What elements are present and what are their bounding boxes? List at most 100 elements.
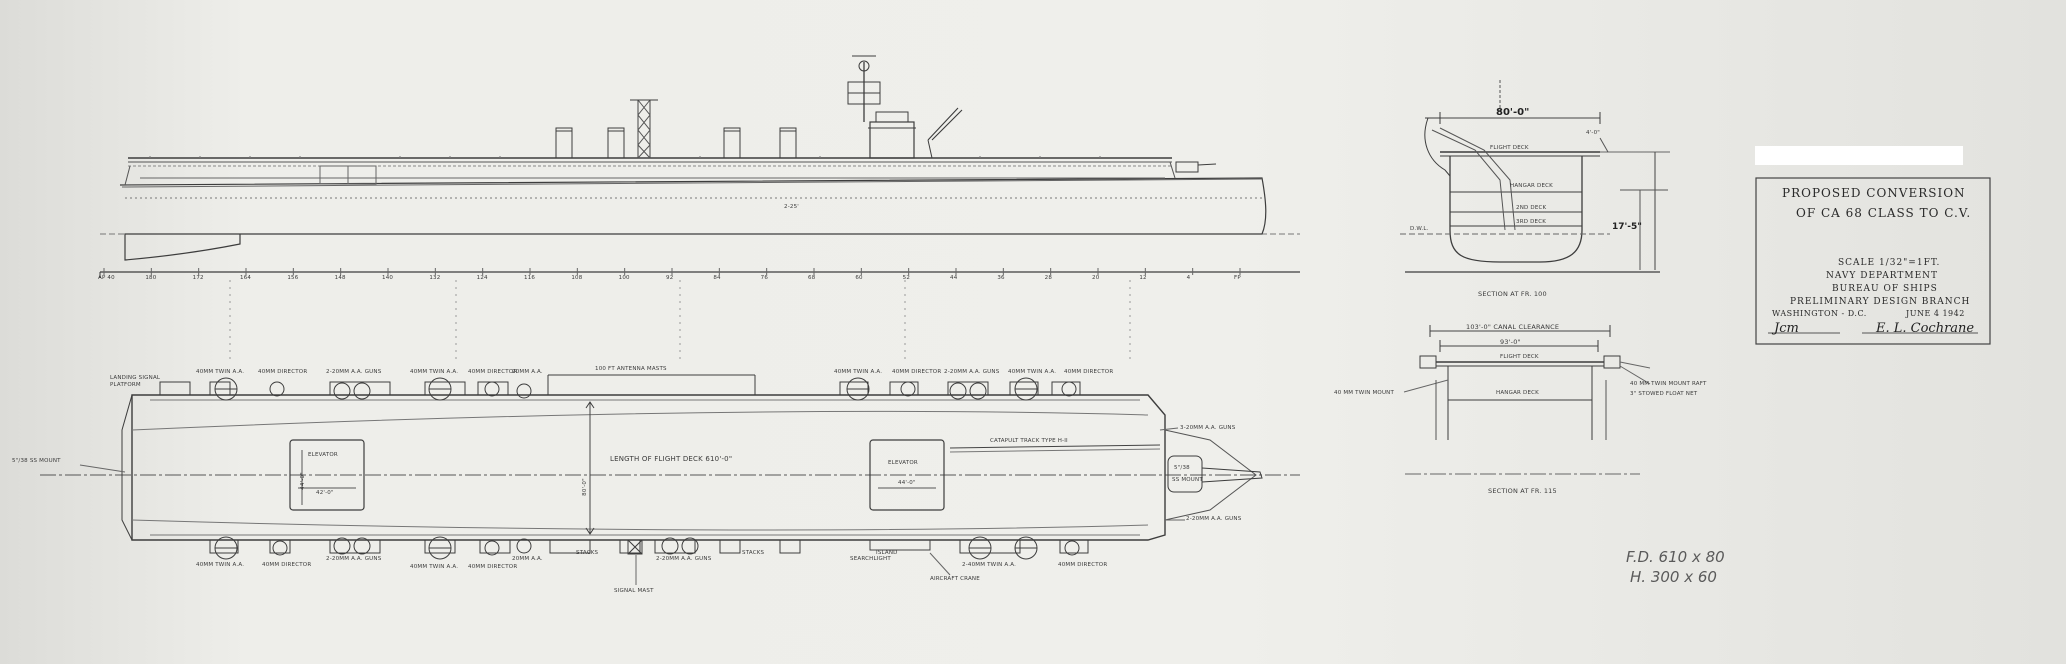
profile-view <box>99 55 1300 278</box>
frame-number: 156 <box>287 275 299 281</box>
plan-bottom-label: 40MM DIRECTOR <box>1058 562 1108 568</box>
section115-left-note: 40 MM TWIN MOUNT <box>1334 390 1395 396</box>
plan-elevator2-width: 44'-0" <box>898 480 916 486</box>
plan-top-label: 40MM DIRECTOR <box>892 369 942 375</box>
frame-number: 140 <box>382 275 394 281</box>
plan-top-label: 40MM DIRECTOR <box>258 369 308 375</box>
frame-number: 28 <box>1044 275 1053 281</box>
plan-bow-mount-b: SS MOUNT <box>1172 477 1203 483</box>
frame-number: 100 <box>618 275 630 281</box>
title-dept: NAVY DEPARTMENT <box>1826 271 1939 281</box>
plan-bottom-label: 40MM TWIN A.A. <box>410 564 459 570</box>
plan-bottom-label: ISLAND <box>876 550 898 556</box>
plan-bottom-label: 40MM DIRECTOR <box>262 562 312 568</box>
plan-signal-mast: SIGNAL MAST <box>614 588 654 594</box>
profile-dim-frame: 2-25' <box>784 204 799 210</box>
plan-bottom-label: STACKS <box>576 550 599 556</box>
plan-elevator1-width: 42'-0" <box>316 490 334 496</box>
frame-number: 92 <box>666 275 674 281</box>
plan-catapult: CATAPULT TRACK TYPE H-II <box>990 438 1068 444</box>
frame-number: 180 <box>145 275 157 281</box>
plan-bottom-label: 2-20MM A.A. GUNS <box>326 556 382 562</box>
title-scale: SCALE 1/32"=1FT. <box>1838 258 1941 268</box>
plan-length: LENGTH OF FLIGHT DECK 610'-0" <box>610 455 733 463</box>
section115-right-note2: 3" STOWED FLOAT NET <box>1630 391 1698 397</box>
frame-number: 44 <box>950 275 958 281</box>
plan-landing-signal: LANDING SIGNAL PLATFORM <box>110 375 161 388</box>
title-line1: PROPOSED CONVERSION <box>1782 186 1966 200</box>
title-line2: OF CA 68 CLASS TO C.V. <box>1796 206 1972 220</box>
title-signature: E. L. Cochrane <box>1876 321 1975 336</box>
frame-number: 68 <box>808 275 816 281</box>
frame-number: 84 <box>713 275 721 281</box>
frame-number: 12 <box>1139 275 1147 281</box>
title-place: WASHINGTON - D.C. <box>1772 309 1867 318</box>
plan-top-label: 40MM TWIN A.A. <box>1008 369 1057 375</box>
frame-lines <box>229 280 1131 360</box>
section100-3rd-deck: 3RD DECK <box>1516 219 1547 225</box>
note-flight-deck-size: F.D. 610 x 80 <box>1626 548 1725 566</box>
frame-number: FP <box>1234 275 1241 281</box>
section115-caption: SECTION AT FR. 115 <box>1488 487 1557 495</box>
section100-beam: 80'-0" <box>1496 107 1530 118</box>
section115-clearance: 103'-0" CANAL CLEARANCE <box>1466 323 1560 331</box>
plan-bottom-label: 2-40MM TWIN A.A. <box>962 562 1017 568</box>
plan-top-label: 40MM TWIN A.A. <box>834 369 883 375</box>
section100-2nd-deck: 2ND DECK <box>1516 205 1547 211</box>
section-fr115 <box>1403 325 1651 475</box>
frame-number: 172 <box>192 275 204 281</box>
plan-bottom-label: 40MM TWIN A.A. <box>196 562 245 568</box>
section100-small-dim: 4'-0" <box>1586 130 1601 136</box>
plan-top-label: 40MM DIRECTOR <box>1064 369 1114 375</box>
frame-number: 148 <box>334 275 346 281</box>
section100-height: 17'-5" <box>1612 222 1642 232</box>
frame-number: 60 <box>855 275 863 281</box>
section100-waterline: D.W.L. <box>1410 226 1429 232</box>
frame-number: 76 <box>760 275 769 281</box>
frame-number: 52 <box>902 275 911 281</box>
plan-elevator2-label: ELEVATOR <box>888 460 918 466</box>
frame-number: 108 <box>571 275 583 281</box>
section115-beam: 93'-0" <box>1500 338 1521 346</box>
title-branch: PRELIMINARY DESIGN BRANCH <box>1790 297 1971 307</box>
frame-number: 164 <box>240 275 252 281</box>
plan-bow-20mm: 3-20MM A.A. GUNS <box>1180 425 1236 431</box>
plan-top-label: 40MM TWIN A.A. <box>410 369 459 375</box>
title-date: JUNE 4 1942 <box>1906 309 1965 318</box>
frame-number: 4 <box>1186 275 1191 281</box>
section100-caption: SECTION AT FR. 100 <box>1478 290 1547 298</box>
frame-number: AP 40 <box>98 275 115 281</box>
plan-top-label: 2-20MM A.A. GUNS <box>326 369 382 375</box>
title-block-border <box>1755 177 1991 345</box>
section100-hangar-deck: HANGAR DECK <box>1510 183 1553 189</box>
plan-beam: 80'-0" <box>581 478 588 496</box>
plan-top-label: 40MM TWIN A.A. <box>196 369 245 375</box>
redaction-bar <box>1755 146 1963 165</box>
plan-crane: AIRCRAFT CRANE <box>930 576 980 582</box>
plan-elevator1-label: ELEVATOR <box>308 452 338 458</box>
plan-view <box>40 374 1300 585</box>
frame-number: 132 <box>429 275 441 281</box>
plan-top-label: 40MM DIRECTOR <box>468 369 518 375</box>
plan-top-label: 20MM A.A. <box>512 369 543 375</box>
plan-bow-mount-a: 5"/38 <box>1174 465 1190 471</box>
plan-bow-20mm-2: 2-20MM A.A. GUNS <box>1186 516 1242 522</box>
frame-number: 20 <box>1092 275 1100 281</box>
section-fr100 <box>1400 80 1670 273</box>
plan-bottom-label: 20MM A.A. <box>512 556 543 562</box>
plan-bottom-label: 2-20MM A.A. GUNS <box>656 556 712 562</box>
section115-right-note1: 40 MM TWIN MOUNT RAFT <box>1630 381 1707 387</box>
plan-searchlight: SEARCHLIGHT <box>850 556 891 562</box>
plan-antenna: 100 FT ANTENNA MASTS <box>595 366 667 372</box>
plan-left-mount: 5"/38 SS MOUNT <box>12 458 61 464</box>
section100-flight-deck: FLIGHT DECK <box>1490 145 1529 151</box>
plan-bottom-label: STACKS <box>742 550 765 556</box>
title-initials: Jcm <box>1774 321 1799 336</box>
plan-elevator1-depth: 44'-0" <box>299 472 306 490</box>
frame-number: 36 <box>997 275 1005 281</box>
frame-number: 124 <box>476 275 488 281</box>
note-hangar-size: H. 300 x 60 <box>1630 568 1717 586</box>
plan-bottom-label: 40MM DIRECTOR <box>468 564 518 570</box>
